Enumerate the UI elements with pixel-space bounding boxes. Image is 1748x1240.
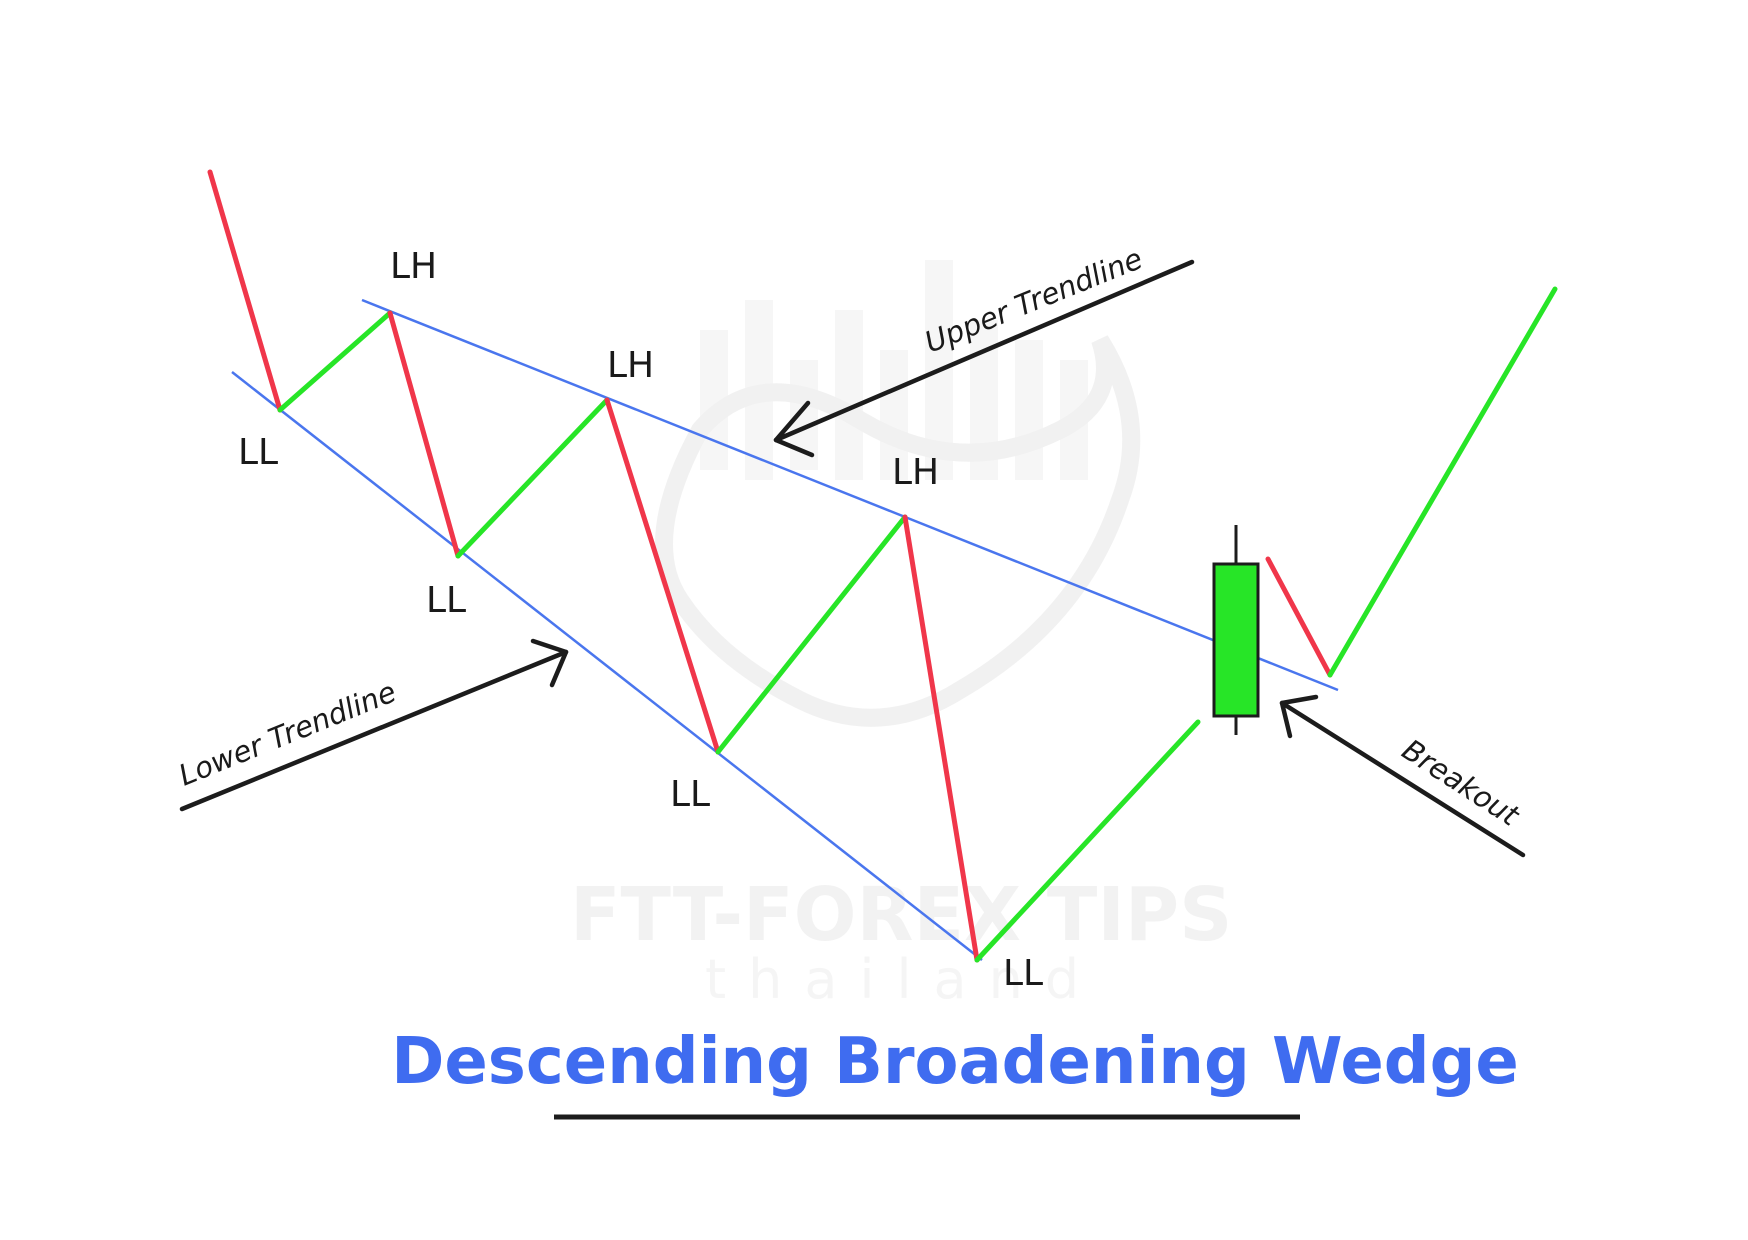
annotation-arrows [179,259,1526,858]
down-leg [1265,556,1333,678]
down-leg [902,514,980,963]
price-legs [207,169,1558,963]
arrow-head-icon [1279,694,1319,739]
up-leg [715,514,908,755]
breakout-candle [1212,525,1260,735]
candle-body [1212,562,1260,718]
pivot-label-ll: LL [426,580,466,621]
pivot-label-ll: LL [1003,953,1043,994]
upper-trendline [361,298,1339,692]
up-leg [1327,286,1558,678]
lower-trendline [231,371,983,961]
watermark-bull-outline [655,335,1141,727]
lower-trendline-pointer [179,649,569,812]
pivot-label-lh: LH [892,452,939,493]
watermark-name: FTT-FOREX TIPS [570,872,1232,958]
arrow-head-icon [773,400,815,458]
pivot-label-lh: LH [390,246,437,287]
breakout-pointer [1279,700,1526,858]
up-leg [455,397,610,559]
pivot-labels: LH LH LH LL LL LL LL [238,246,1043,994]
watermark: FTT-FOREX TIPS thailand [570,260,1232,1011]
arrow-head-icon [530,638,569,688]
pivot-label-lh: LH [607,345,654,386]
down-leg [387,310,461,559]
diagram-title: Descending Broadening Wedge [391,1025,1519,1099]
down-leg [604,397,721,755]
upper-trendline-pointer [773,259,1195,443]
down-leg [207,169,283,413]
pivot-label-ll: LL [670,774,710,815]
pivot-label-ll: LL [238,432,278,473]
up-leg [974,719,1201,963]
up-leg [277,310,393,413]
watermark-subtitle: thailand [705,948,1101,1011]
